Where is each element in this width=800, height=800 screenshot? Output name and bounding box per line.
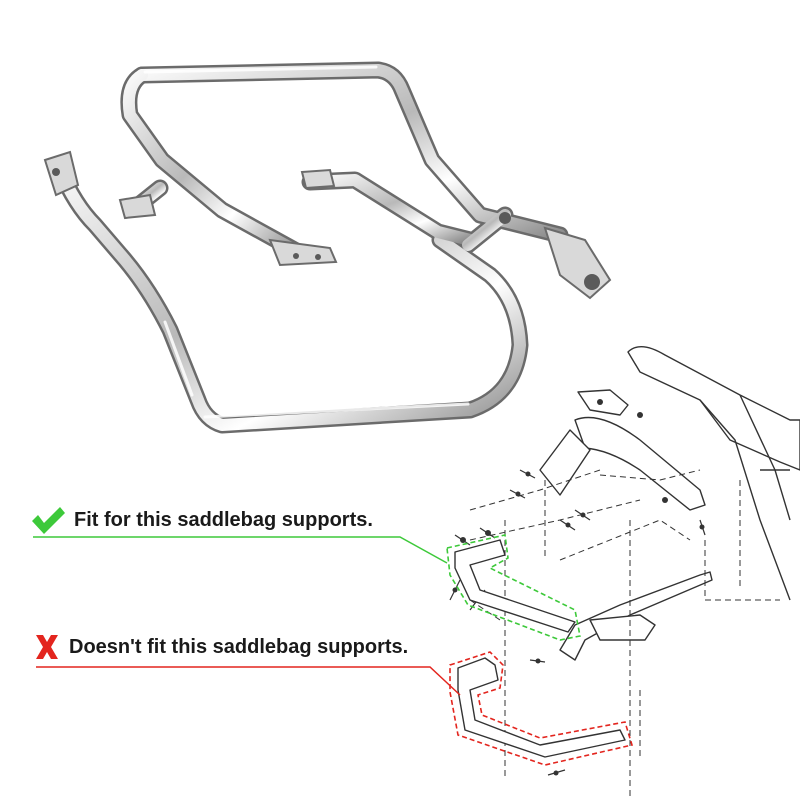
fit-highlight [33,534,581,641]
nofit-highlight [36,651,634,766]
chrome-saddlebag-support-rail [43,61,612,434]
nofit-callout-text: Doesn't fit this saddlebag supports. [69,635,409,658]
check-mark-icon [32,507,65,534]
nofit-callout: Doesn't fit this saddlebag supports. [33,633,408,661]
fit-callout-text: Fit for this saddlebag supports. [74,508,373,531]
x-mark-icon [36,635,58,659]
fit-callout: Fit for this saddlebag supports. [30,505,373,535]
exploded-parts-diagram [449,346,800,800]
